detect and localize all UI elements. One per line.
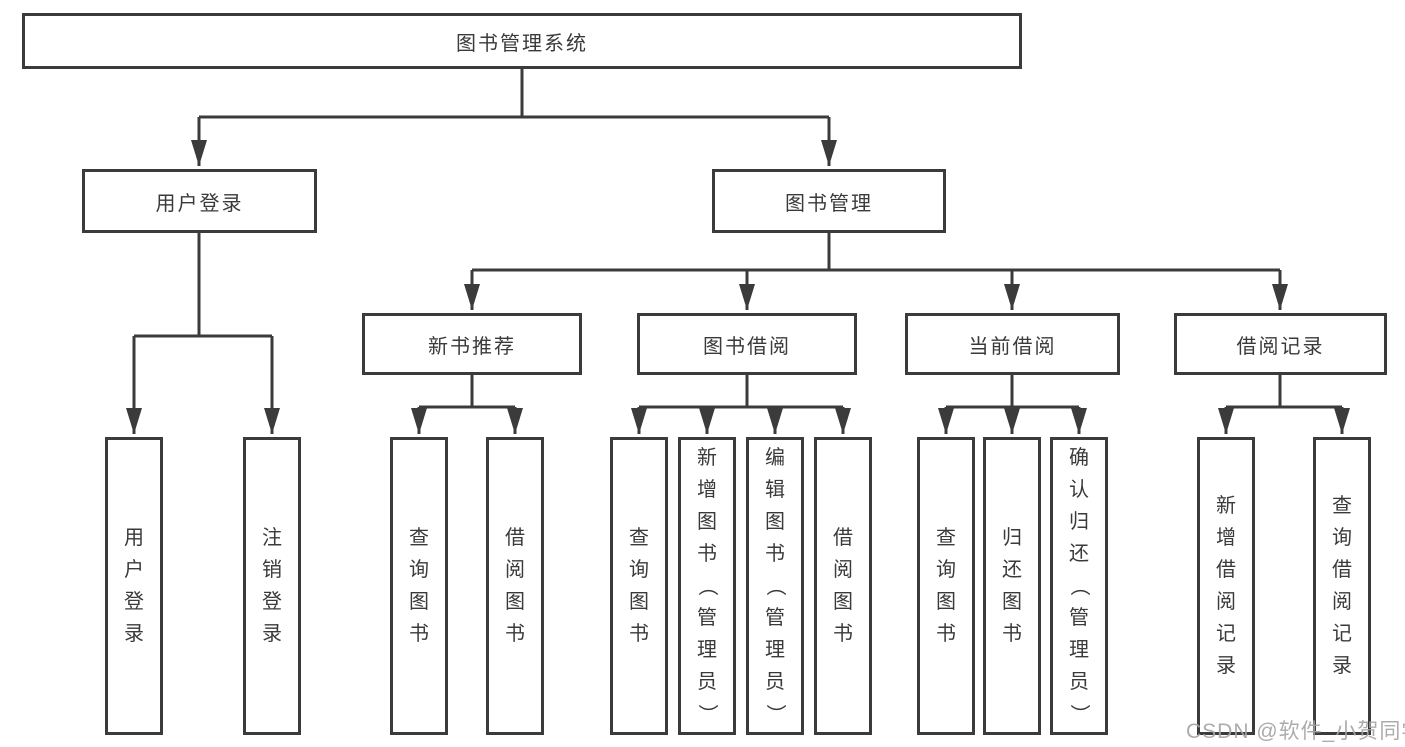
leaf-recommend-borrow-books-label: 借阅图书	[505, 527, 525, 645]
node-book-borrowing: 图书借阅	[637, 313, 857, 375]
node-borrow-records-label: 借阅记录	[1236, 335, 1325, 358]
leaf-records-query-borrow-record: 查询借阅记录	[1313, 437, 1371, 735]
node-user-login: 用户登录	[82, 169, 317, 233]
leaf-borrowing-query-books: 查询图书	[610, 437, 668, 735]
node-book-management: 图书管理	[712, 169, 946, 233]
leaf-logout: 注销登录	[243, 437, 301, 735]
leaf-borrowing-query-books-label: 查询图书	[629, 527, 649, 645]
leaf-current-return-books-label: 归还图书	[1002, 527, 1022, 645]
leaf-borrowing-borrow-books: 借阅图书	[814, 437, 872, 735]
node-root-system: 图书管理系统	[22, 13, 1022, 69]
node-borrow-records: 借阅记录	[1174, 313, 1387, 375]
leaf-recommend-query-books-label: 查询图书	[409, 527, 429, 645]
leaf-current-confirm-return-admin-label: 确认归还（管理员）	[1068, 447, 1090, 724]
leaf-borrowing-add-books-admin-label: 新增图书（管理员）	[696, 447, 718, 724]
connector-arrows	[126, 117, 1350, 434]
leaf-records-add-borrow-record: 新增借阅记录	[1197, 437, 1255, 735]
leaf-current-confirm-return-admin: 确认归还（管理员）	[1050, 437, 1108, 735]
node-book-borrowing-label: 图书借阅	[703, 335, 791, 358]
node-new-book-recommend: 新书推荐	[362, 313, 582, 375]
csdn-watermark: CSDN @软件_小贺同学	[1186, 720, 1405, 743]
leaf-logout-label: 注销登录	[262, 527, 282, 645]
leaf-borrowing-borrow-books-label: 借阅图书	[833, 527, 853, 645]
node-current-borrowing-label: 当前借阅	[968, 335, 1057, 358]
node-current-borrowing: 当前借阅	[905, 313, 1120, 375]
leaf-recommend-query-books: 查询图书	[390, 437, 448, 735]
leaf-current-query-books: 查询图书	[917, 437, 975, 735]
node-user-login-label: 用户登录	[155, 192, 244, 215]
leaf-borrowing-edit-books-admin: 编辑图书（管理员）	[746, 437, 804, 735]
leaf-borrowing-add-books-admin: 新增图书（管理员）	[678, 437, 736, 735]
leaf-records-add-borrow-record-label: 新增借阅记录	[1216, 495, 1236, 677]
leaf-current-return-books: 归还图书	[983, 437, 1041, 735]
node-new-book-recommend-label: 新书推荐	[428, 335, 516, 358]
leaf-user-login: 用户登录	[105, 437, 163, 735]
leaf-borrowing-edit-books-admin-label: 编辑图书（管理员）	[764, 447, 786, 724]
leaf-recommend-borrow-books: 借阅图书	[486, 437, 544, 735]
node-root-label: 图书管理系统	[456, 32, 588, 55]
leaf-current-query-books-label: 查询图书	[936, 527, 956, 645]
connector-trunks	[134, 69, 1342, 409]
node-book-management-label: 图书管理	[785, 192, 873, 215]
leaf-records-query-borrow-record-label: 查询借阅记录	[1332, 495, 1352, 677]
leaf-user-login-label: 用户登录	[124, 527, 144, 645]
